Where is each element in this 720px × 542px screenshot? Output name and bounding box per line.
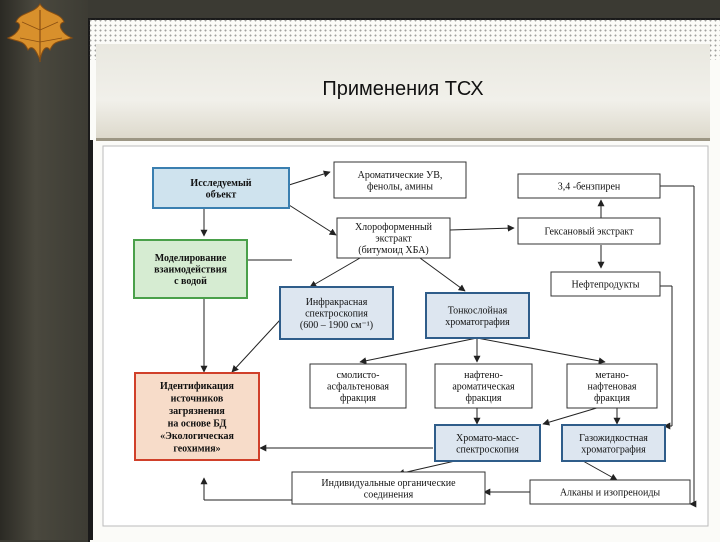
node-label-line: спектроскопия	[456, 444, 519, 455]
edge-chloroform-ir	[309, 257, 361, 288]
node-label-line: Моделирование	[155, 253, 227, 264]
node-label-line: 3,4 -бензпирен	[558, 182, 621, 193]
node-label-line: смолисто-	[337, 370, 380, 381]
edge-paraffin-gcms	[542, 406, 601, 426]
edge-glc-alkanes	[582, 460, 618, 481]
node-label-line: нафтеновая	[587, 382, 636, 393]
node-box	[566, 363, 658, 409]
node-label-line: на основе БД	[168, 418, 227, 429]
node-box	[336, 217, 451, 259]
node-hexane: Гексановый экстракт	[517, 217, 661, 245]
edge-tlc-paraffin	[476, 337, 606, 365]
node-label-line: (битумоид ХБА)	[358, 245, 429, 256]
edge-chloroform-hexane	[449, 224, 515, 232]
edge-ir-ident	[231, 319, 281, 373]
node-box	[561, 424, 666, 462]
node-label-line: Индивидуальные органические	[321, 478, 456, 489]
edge-tlc-resin	[359, 337, 478, 365]
node-label-line: (600 – 1900 см⁻¹)	[300, 320, 373, 331]
node-label-line: «Экологическая	[160, 431, 234, 442]
node-label-line: хроматография	[445, 317, 510, 328]
node-label-line: Алканы и изопреноиды	[560, 488, 661, 499]
diagram-edges	[200, 170, 697, 508]
title-band	[96, 44, 710, 141]
node-label-line: соединения	[364, 489, 414, 500]
edge-chloroform-tlc	[419, 257, 466, 292]
node-box	[434, 363, 533, 409]
node-gcms: Хромато-масс-спектроскопия	[434, 424, 541, 462]
node-box	[517, 173, 661, 199]
node-label-line: Исследуемый	[190, 178, 251, 189]
slide-title: Применения ТСХ	[322, 78, 484, 100]
node-label-line: источников	[171, 393, 224, 404]
node-benzpyrene: 3,4 -бензпирен	[517, 173, 661, 199]
node-box	[425, 292, 530, 339]
left-decor-strip	[0, 0, 88, 540]
node-label-line: Ароматические УВ,	[358, 170, 443, 181]
node-label-line: Хлороформенный	[355, 222, 433, 233]
node-label-line: с водой	[174, 276, 207, 287]
node-label-line: взаимодействия	[154, 265, 227, 276]
node-label-line: экстракт	[375, 234, 412, 245]
node-box	[133, 239, 248, 299]
node-label-line: фракция	[340, 393, 376, 404]
node-alkanes: Алканы и изопреноиды	[529, 479, 691, 505]
node-box	[517, 217, 661, 245]
node-label-line: хроматография	[581, 444, 646, 455]
node-box	[134, 372, 260, 461]
node-label-line: Нефтепродукты	[571, 280, 639, 291]
node-label-line: метано-	[595, 370, 628, 381]
node-label-line: фенолы, амины	[367, 181, 433, 192]
node-label-line: ароматическая	[452, 382, 515, 393]
node-label-line: Идентификация	[160, 381, 235, 392]
node-aromatic: Ароматические УВ,фенолы, амины	[333, 161, 467, 199]
node-box	[279, 286, 394, 340]
node-box	[529, 479, 691, 505]
node-label-line: асфальтеновая	[327, 382, 389, 393]
node-box	[333, 161, 467, 199]
autumn-leaf-icon	[6, 3, 74, 62]
node-label-line: нафтено-	[464, 370, 503, 381]
edge-object-aromatic	[288, 170, 331, 186]
left-rule	[90, 140, 93, 540]
node-box	[291, 471, 486, 505]
node-label-line: спектроскопия	[305, 309, 368, 320]
node-box	[152, 167, 290, 209]
node-label-line: геохимия»	[173, 443, 220, 454]
node-label-line: Гексановый экстракт	[544, 227, 634, 238]
node-box	[309, 363, 407, 409]
node-label-line: загрязнения	[169, 406, 225, 417]
node-label-line: Инфракрасная	[306, 297, 368, 308]
node-label-line: объект	[206, 189, 237, 200]
node-label-line: Хромато-масс-	[456, 433, 519, 444]
node-box	[550, 271, 661, 297]
node-label-line: Тонкослойная	[448, 305, 508, 316]
node-label-line: фракция	[465, 393, 501, 404]
node-label-line: фракция	[594, 393, 630, 404]
node-oil: Нефтепродукты	[550, 271, 661, 297]
edge-object-chloroform	[288, 204, 337, 236]
node-label-line: Газожидкостная	[579, 433, 648, 444]
node-box	[434, 424, 541, 462]
